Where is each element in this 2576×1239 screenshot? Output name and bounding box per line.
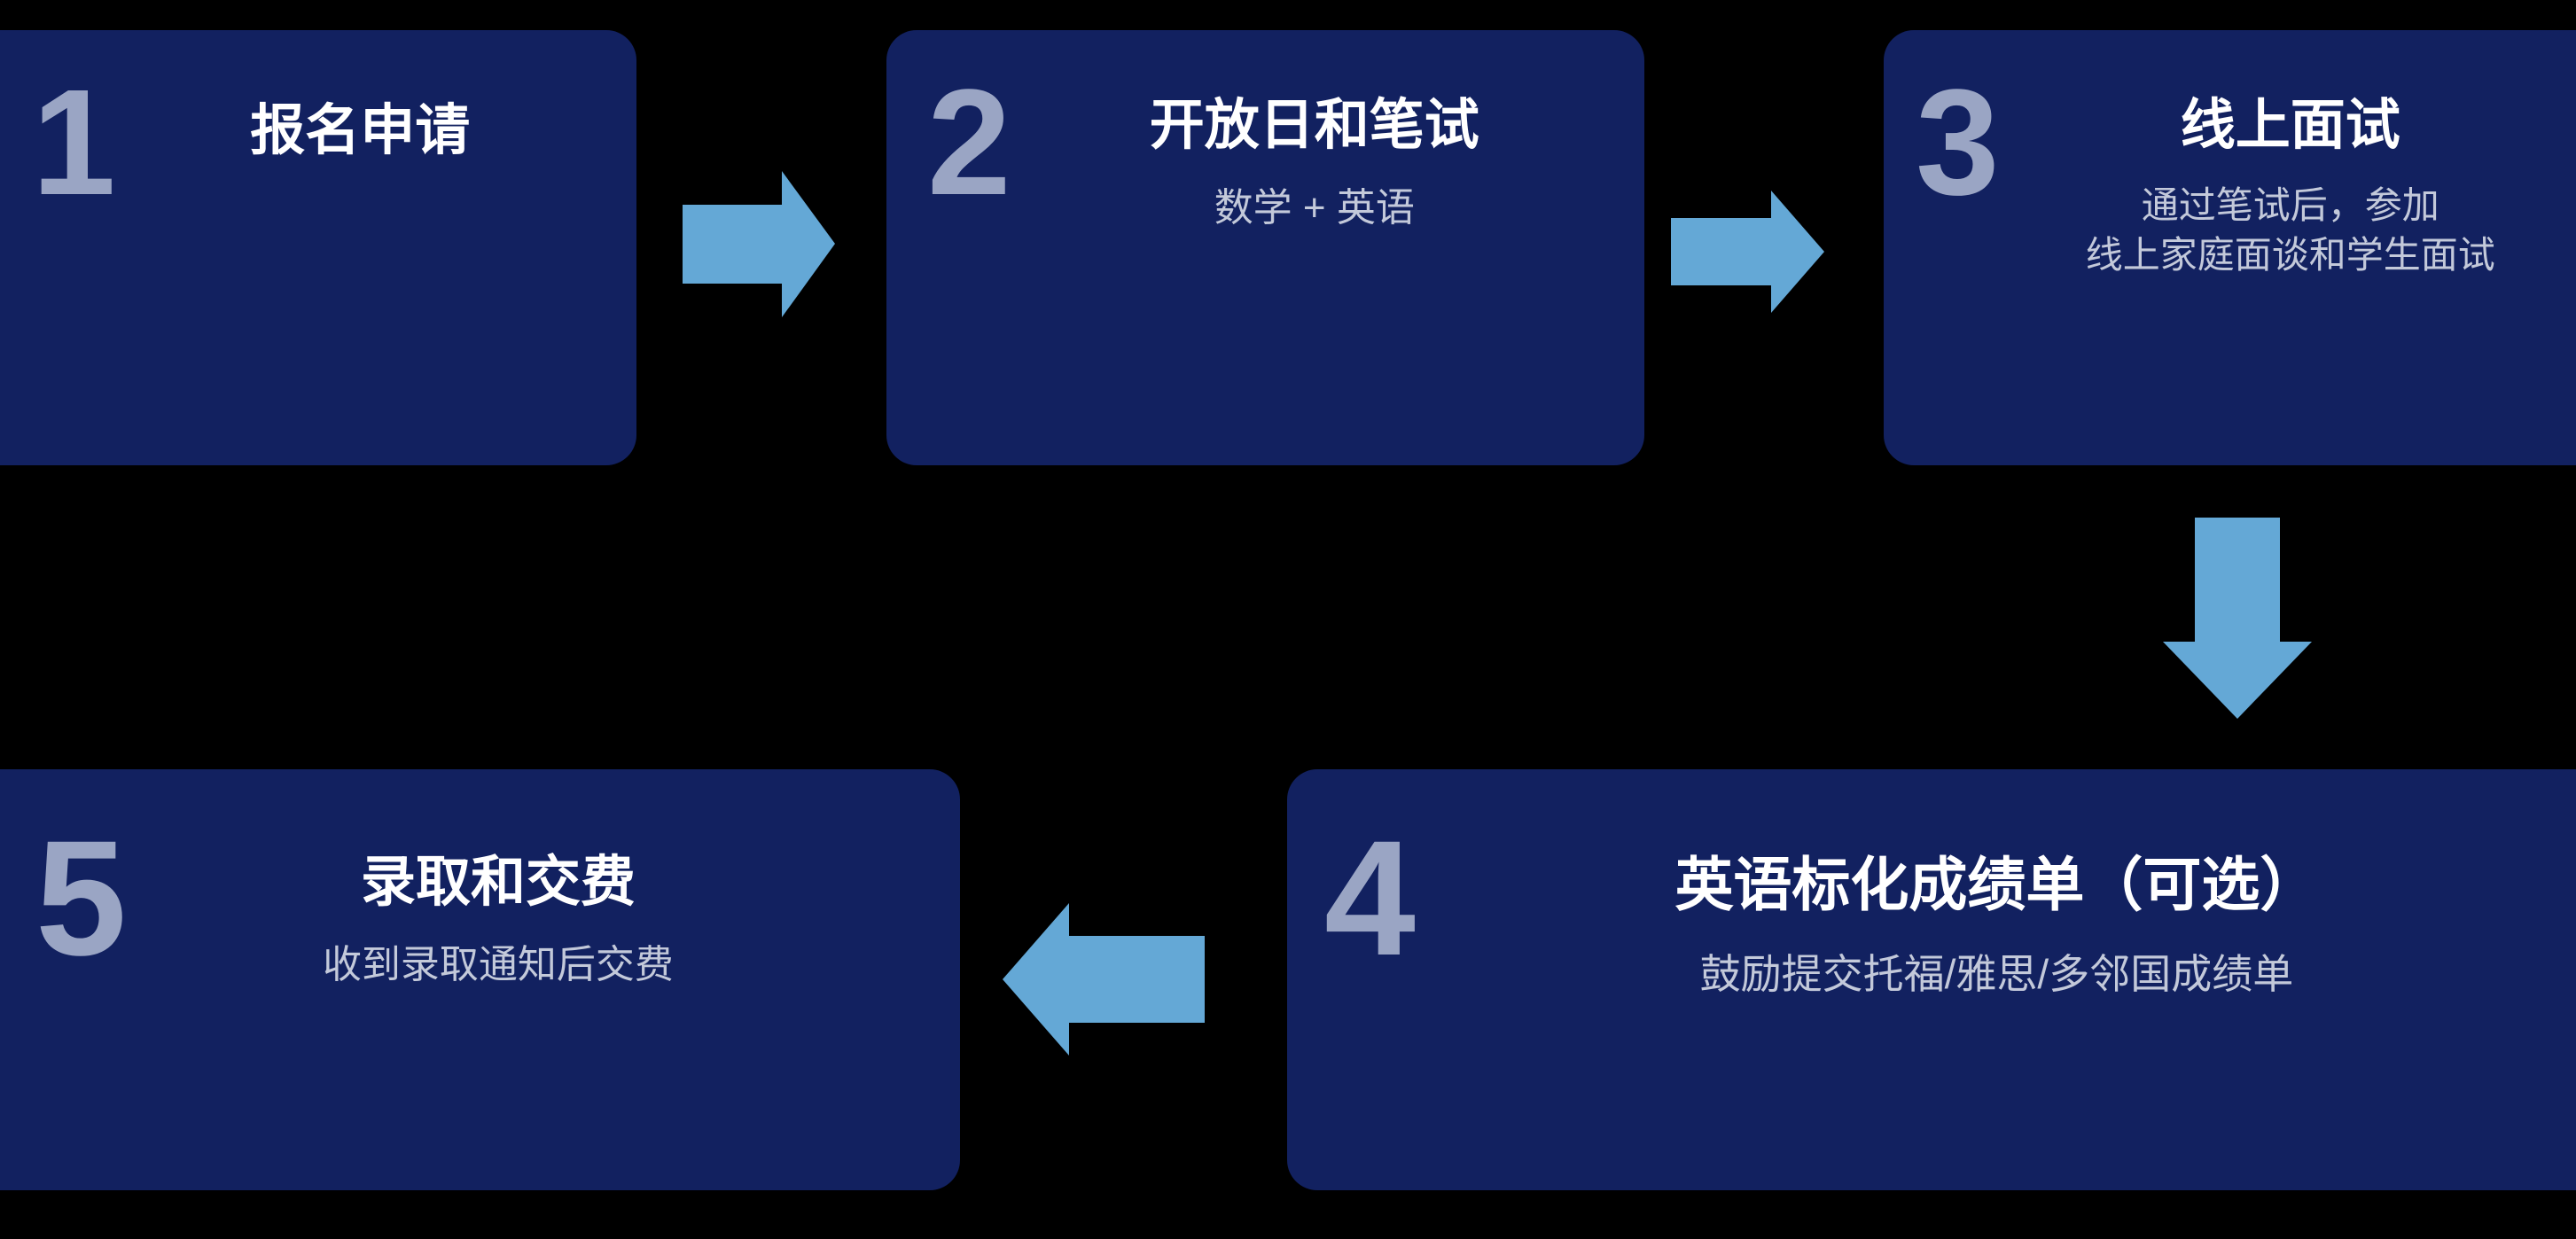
step-title-4: 英语标化成绩单（可选） <box>1674 852 2319 917</box>
arrow-right-icon-step2-to-step3 <box>1671 191 1824 313</box>
step-subtitle-5: 收到录取通知后交费 <box>322 943 674 987</box>
step-number-1: 1 <box>32 58 116 227</box>
step-title-3: 线上面试 <box>2180 95 2400 156</box>
step-number-4: 4 <box>1324 807 1416 990</box>
step-content-5: 录取和交费 收到录取通知后交费 <box>125 814 933 991</box>
step-card-5: 5 录取和交费 收到录取通知后交费 <box>0 769 960 1190</box>
step-subtitle-2: 数学 + 英语 <box>1214 186 1415 230</box>
step-content-2: 开放日和笔试 数学 + 英语 <box>1010 62 1620 234</box>
arrow-down-icon-step3-to-step4 <box>2163 518 2312 719</box>
step-subtitle-4: 鼓励提交托福/雅思/多邻国成绩单 <box>1699 950 2294 997</box>
step-card-4: 4 英语标化成绩单（可选） 鼓励提交托福/雅思/多邻国成绩单 <box>1287 769 2576 1190</box>
arrow-left-icon-step4-to-step5 <box>1003 903 1205 1056</box>
step-title-2: 开放日和笔试 <box>1149 95 1479 156</box>
step-number-5: 5 <box>35 807 127 990</box>
step-content-4: 英语标化成绩单（可选） 鼓励提交托福/雅思/多邻国成绩单 <box>1414 814 2576 1001</box>
step-number-3: 3 <box>1916 58 2000 227</box>
step-content-3: 线上面试 通过笔试后，参加 线上家庭面谈和学生面试 <box>1998 62 2576 279</box>
step-subtitle-3-line2: 线上家庭面谈和学生面试 <box>2085 233 2495 276</box>
step-title-1: 报名申请 <box>250 100 471 161</box>
step-number-2: 2 <box>927 58 1011 227</box>
arrow-right-icon-step1-to-step2 <box>683 171 835 317</box>
step-card-1: 1 报名申请 <box>0 30 636 465</box>
step-card-3: 3 线上面试 通过笔试后，参加 线上家庭面谈和学生面试 <box>1884 30 2576 465</box>
step-title-5: 录取和交费 <box>360 852 636 913</box>
step-card-2: 2 开放日和笔试 数学 + 英语 <box>886 30 1644 465</box>
step-subtitle-3-line1: 通过笔试后，参加 <box>2141 184 2439 227</box>
step-content-1: 报名申请 <box>114 62 606 161</box>
